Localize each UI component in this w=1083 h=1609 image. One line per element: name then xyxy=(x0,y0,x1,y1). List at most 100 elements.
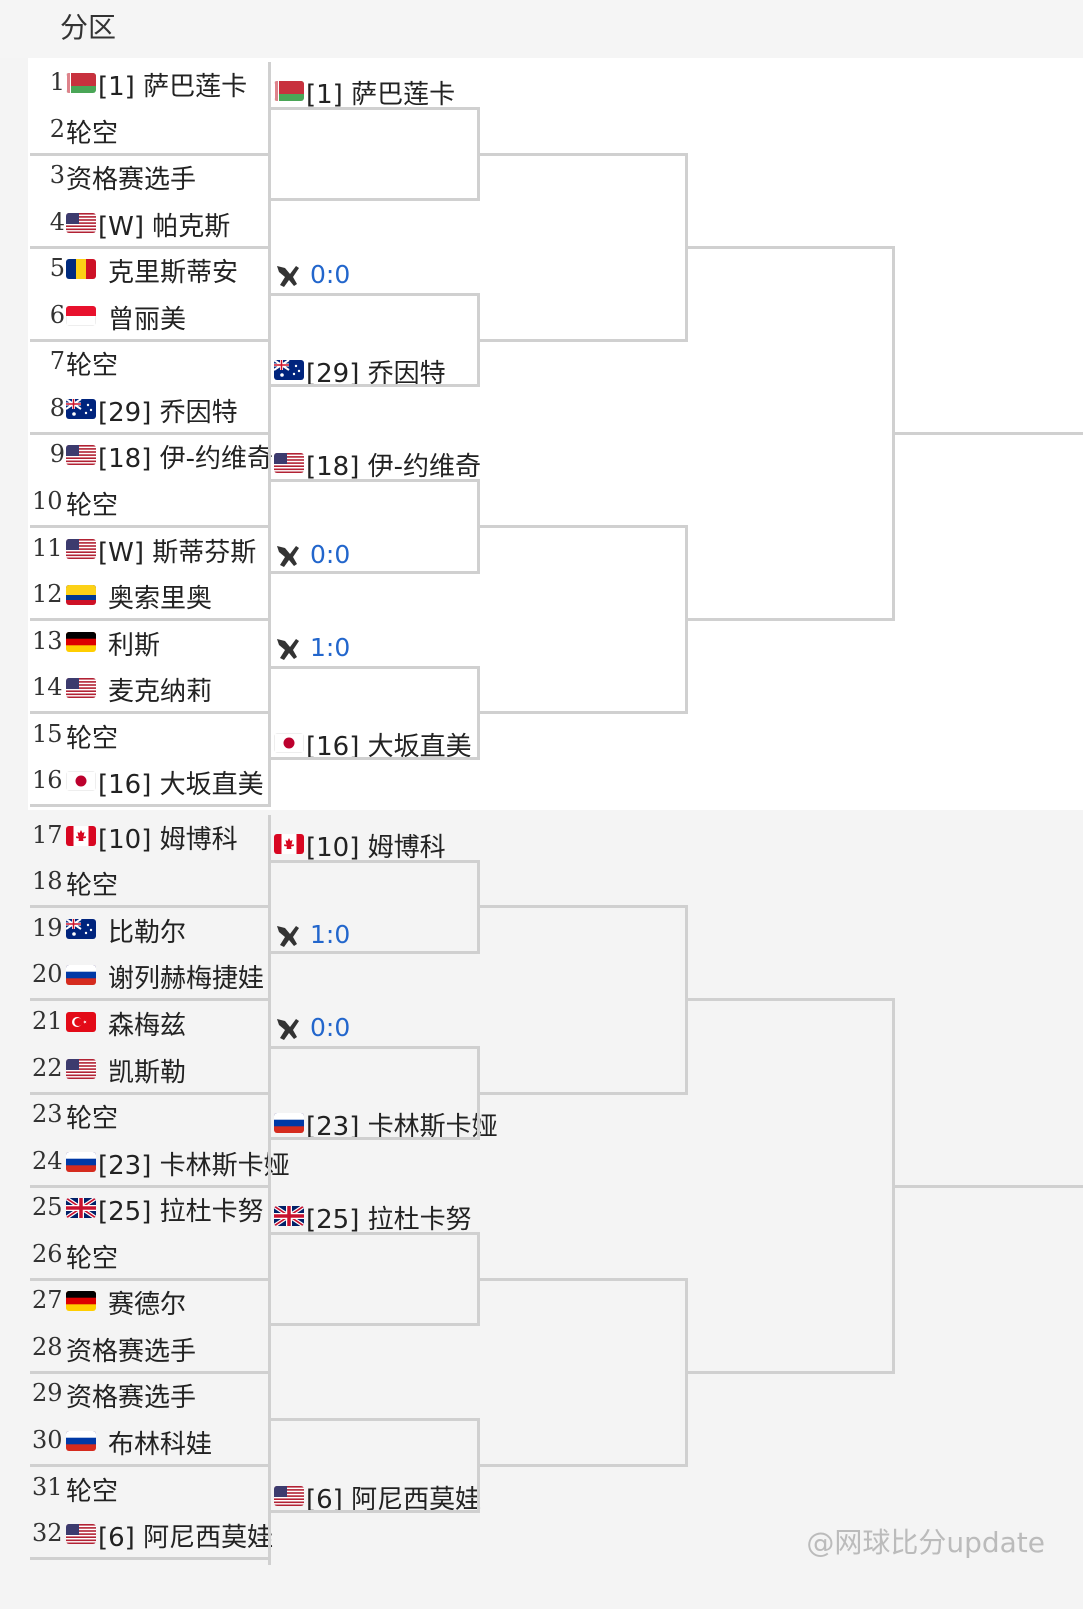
bracket-line xyxy=(480,525,688,528)
live-match-icon xyxy=(274,1015,302,1043)
round2-entry[interactable]: [10] 姆博科 xyxy=(274,827,474,863)
player-name: 轮空 xyxy=(66,490,119,521)
slot-number: 5 xyxy=(49,254,65,283)
player-name: 凯斯勒 xyxy=(108,1057,187,1088)
slot-number: 2 xyxy=(49,114,65,143)
usa-flag-icon xyxy=(66,1058,96,1079)
slot-number: 28 xyxy=(32,1332,63,1361)
draw-slot-16[interactable]: 16 [16] 大坂直美 xyxy=(30,760,268,804)
live-match-icon xyxy=(274,635,302,663)
germany-flag-icon xyxy=(66,1291,96,1312)
round2-entry[interactable]: [1] 萨巴莲卡 xyxy=(274,74,474,110)
bracket-line xyxy=(270,479,480,482)
slot-number: 19 xyxy=(32,913,63,942)
match-score[interactable]: 0:0 xyxy=(274,260,394,292)
slot-number: 8 xyxy=(49,393,65,422)
romania-flag-icon xyxy=(66,259,96,280)
draw-slot-11[interactable]: 11[W] 斯蒂芬斯 xyxy=(30,528,268,572)
slot-divider xyxy=(30,1370,270,1374)
draw-slot-25[interactable]: 25 [25] 拉杜卡努 xyxy=(30,1187,268,1231)
bracket-line xyxy=(270,1510,480,1513)
match-score[interactable]: 1:0 xyxy=(274,633,394,665)
slot-number: 4 xyxy=(49,207,65,236)
watermark: @网球比分update xyxy=(806,1526,1045,1559)
page-title: 分区 xyxy=(60,11,117,44)
russia-flag-icon xyxy=(66,1430,96,1451)
slot-divider xyxy=(30,804,270,808)
round2-entry[interactable]: [23] 卡林斯卡娅 xyxy=(274,1106,498,1142)
australia-flag-icon xyxy=(66,398,96,419)
bracket-line xyxy=(480,339,688,342)
round2-entry[interactable]: [6] 阿尼西莫娃 xyxy=(274,1479,481,1515)
slot-number: 7 xyxy=(49,347,65,376)
draw-slot-4[interactable]: 4[W] 帕克斯 xyxy=(30,202,268,246)
round2-entry[interactable]: [18] 伊-约维奇 xyxy=(274,446,481,482)
bracket-line xyxy=(685,525,688,714)
match-score[interactable]: 0:0 xyxy=(274,1013,394,1045)
match-score[interactable]: 1:0 xyxy=(274,920,394,952)
player-name: 轮空 xyxy=(66,1476,119,1507)
player-name: 轮空 xyxy=(66,351,119,382)
round2-entry[interactable]: [29] 乔因特 xyxy=(274,353,474,389)
player-name: [25] 拉杜卡努 xyxy=(98,1197,264,1228)
lower-half-background xyxy=(0,810,1083,1609)
bracket-line xyxy=(270,1418,480,1421)
round2-entry[interactable]: [25] 拉杜卡努 xyxy=(274,1199,474,1236)
bracket-line xyxy=(892,1185,1083,1188)
bracket-line xyxy=(477,293,480,387)
player-name: [16] 大坂直美 xyxy=(98,770,264,801)
player-name: [18] 伊-约维奇 xyxy=(98,444,274,475)
round1-border xyxy=(268,815,271,1565)
belarus-flag-icon xyxy=(274,81,304,101)
draw-slot-1[interactable]: 1[1] 萨巴莲卡 xyxy=(30,62,268,106)
slot-number: 16 xyxy=(32,766,63,795)
draw-slot-24[interactable]: 24[23] 卡林斯卡娅 xyxy=(30,1141,290,1185)
slot-divider xyxy=(30,1277,270,1281)
uk-flag-icon xyxy=(66,1198,96,1219)
player-name: [1] 萨巴莲卡 xyxy=(306,80,456,110)
draw-slot-8[interactable]: 8[29] 乔因特 xyxy=(30,388,268,432)
player-name: 轮空 xyxy=(66,1104,119,1135)
draw-slot-32[interactable]: 32[6] 阿尼西莫娃 xyxy=(30,1513,273,1557)
player-name: 轮空 xyxy=(66,118,119,149)
player-name: 曾丽美 xyxy=(108,304,187,335)
draw-slot-17[interactable]: 17[10] 姆博科 xyxy=(30,815,268,859)
bracket-line xyxy=(477,666,480,760)
bracket-line xyxy=(480,1092,688,1095)
slot-number: 18 xyxy=(32,867,63,896)
match-score[interactable]: 0:0 xyxy=(274,540,394,572)
bracket-line xyxy=(892,432,1083,435)
slot-number: 1 xyxy=(49,68,65,96)
player-name: [25] 拉杜卡努 xyxy=(306,1205,472,1236)
bracket-line xyxy=(270,293,480,296)
slot-number: 25 xyxy=(32,1193,63,1222)
australia-flag-icon xyxy=(274,360,304,381)
indonesia-flag-icon xyxy=(66,305,96,326)
slot-number: 31 xyxy=(32,1472,63,1501)
round2-entry[interactable]: [16] 大坂直美 xyxy=(274,726,474,762)
draw-slot-9[interactable]: 9[18] 伊-约维奇 xyxy=(30,434,273,478)
player-name: [23] 卡林斯卡娅 xyxy=(98,1150,290,1181)
